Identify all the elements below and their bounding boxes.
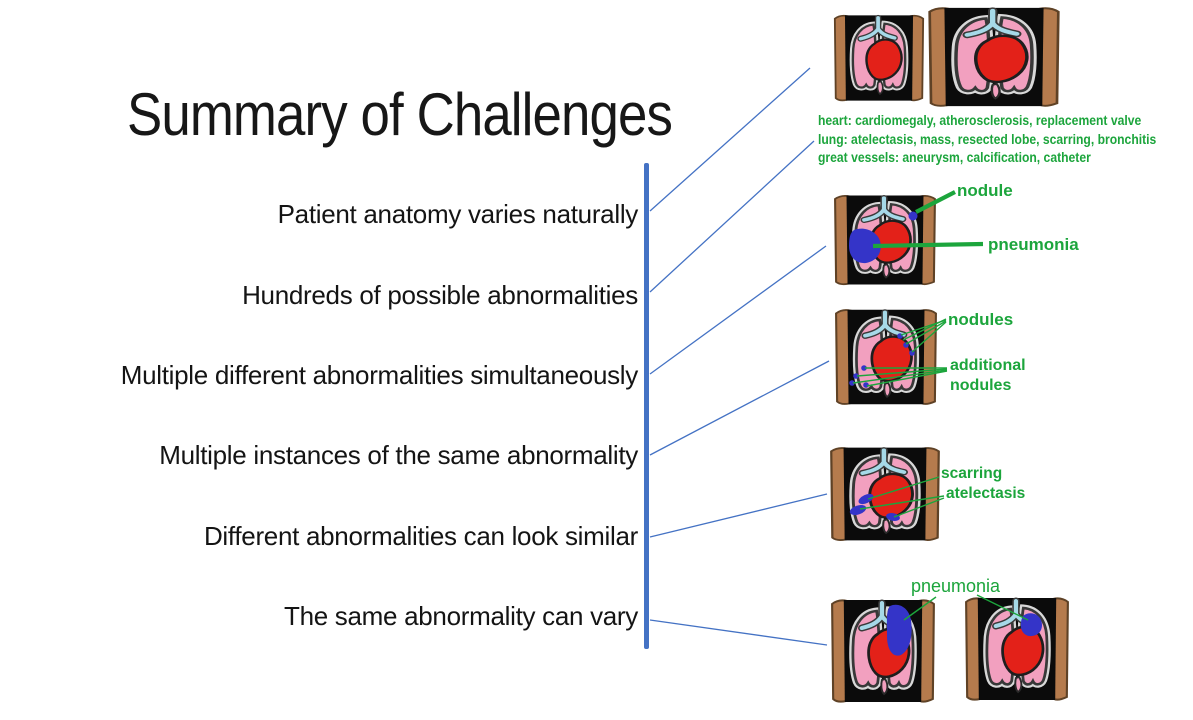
chest-illustration-normal-large [927,4,1061,110]
chest-illustration-nodule-pneumonia [833,192,937,288]
label-pneumonia-pair: pneumonia [911,576,1001,596]
label-atelectasis: atelectasis [946,485,1026,502]
chest-illustration-normal-small [833,12,925,104]
challenge-item-multiple-instances: Multiple instances of the same abnormali… [159,440,638,470]
abnormality-line-vessels: great vessels: aneurysm, calcification, … [818,150,1091,165]
label-nodules: nodules [948,310,1014,329]
blue-connector-lines [649,67,830,646]
chest-illustration-scarring-atelectasis [829,444,941,544]
challenge-item-multiple-different: Multiple different abnormalities simulta… [120,360,639,390]
connector-line-multiple-instances [649,360,830,456]
connector-line-multiple-different [649,245,827,375]
connector-line-hundreds [649,140,815,293]
chest-illustration-pneumonia-large [830,596,936,706]
abnormality-category-list: heart: cardiomegaly, atherosclerosis, re… [818,112,1156,168]
label-additional-nodules: additional nodules [950,357,1026,394]
connector-line-look-similar [649,493,828,538]
challenge-item-anatomy: Patient anatomy varies naturally [277,199,639,229]
challenge-item-look-similar: Different abnormalities can look similar [203,521,638,551]
challenge-item-hundreds: Hundreds of possible abnormalities [242,280,638,310]
divider-bar [644,163,649,649]
chest-illustration-multiple-nodules [834,306,938,408]
label-pneumonia: pneumonia [988,235,1079,254]
label-scarring: scarring [941,465,1003,482]
challenge-item-can-vary: The same abnormality can vary [283,601,638,631]
slide-title: Summary of Challenges [127,81,673,149]
connector-line-can-vary [649,619,828,646]
label-nodule: nodule [957,181,1013,200]
connector-line-anatomy [649,67,811,212]
abnormality-line-lung: lung: atelectasis, mass, resected lobe, … [818,131,1157,147]
chest-illustration-pneumonia-small [964,594,1070,704]
abnormality-line-heart: heart: cardiomegaly, atherosclerosis, re… [818,113,1142,128]
